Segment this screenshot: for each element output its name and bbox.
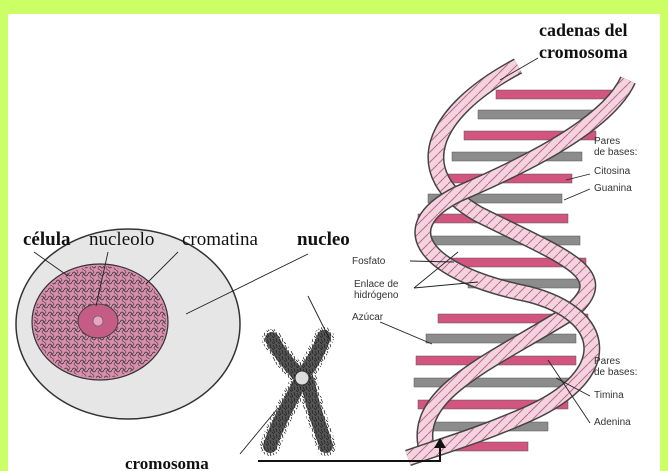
chromosome-illustration — [270, 337, 326, 446]
cadenas-line-1: cadenas del — [539, 20, 628, 42]
label-pares-de-bases-top: Pares de bases: — [594, 137, 637, 158]
label-cadenas-del-cromosoma: cadenas del cromosoma — [539, 20, 628, 63]
pares-top-line-1: Pares — [594, 137, 637, 148]
label-fosfato: Fosfato — [352, 257, 385, 268]
enlace-line-2: hidrógeno — [354, 291, 398, 302]
label-celula: célula — [23, 230, 71, 249]
label-enlace-de-hidrogeno: Enlace de hidrógeno — [354, 280, 398, 301]
label-adenina: Adenina — [594, 418, 631, 429]
pares-bottom-line-1: Pares — [594, 357, 637, 368]
label-cromatina: cromatina — [182, 230, 258, 249]
cadenas-line-2: cromosoma — [539, 42, 628, 64]
cell-illustration — [16, 229, 240, 419]
pares-top-line-2: de bases: — [594, 148, 637, 159]
enlace-line-1: Enlace de — [354, 280, 398, 291]
diagram-frame: célula nucleolo cromatina nucleo cromoso… — [8, 14, 660, 471]
label-timina: Timina — [594, 391, 624, 402]
label-azucar: Azúcar — [352, 313, 383, 324]
label-nucleolo: nucleolo — [89, 230, 154, 249]
label-pares-de-bases-bottom: Pares de bases: — [594, 357, 637, 378]
label-cromosoma: cromosoma — [125, 455, 209, 471]
label-nucleo: nucleo — [297, 230, 350, 249]
label-citosina: Citosina — [594, 167, 630, 178]
label-guanina: Guanina — [594, 184, 632, 195]
pares-bottom-line-2: de bases: — [594, 368, 637, 379]
